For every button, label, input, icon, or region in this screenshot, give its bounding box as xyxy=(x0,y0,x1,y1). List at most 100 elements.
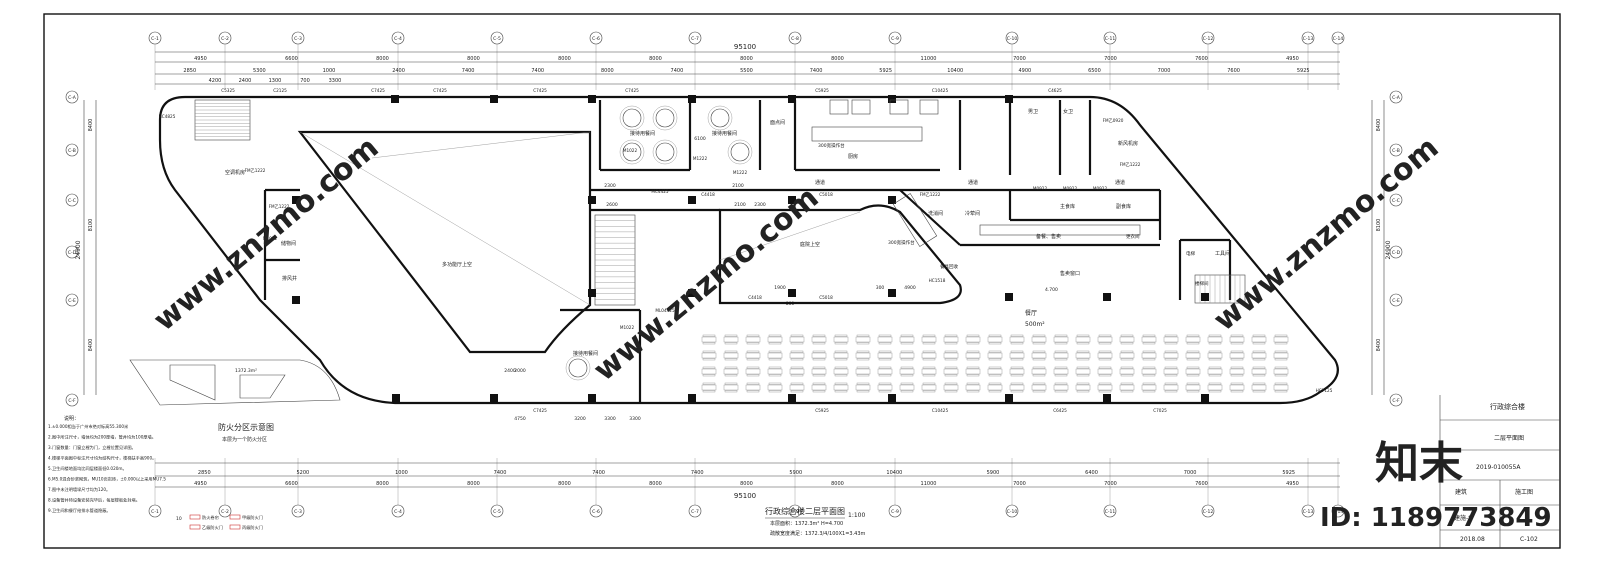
label-cold: 冷荤间 xyxy=(965,210,980,217)
column xyxy=(688,95,696,103)
dim-value: 8400 xyxy=(88,339,94,352)
canteen-bench xyxy=(1164,358,1178,361)
drawing-scale: 1:100 xyxy=(848,512,865,519)
axis-bubble xyxy=(65,293,79,307)
canteen-bench xyxy=(1032,342,1046,345)
canteen-table xyxy=(877,368,893,375)
canteen-bench xyxy=(922,334,936,337)
canteen-bench xyxy=(922,382,936,385)
canteen-bench xyxy=(768,382,782,385)
label-dining: 餐厅 xyxy=(1025,309,1037,317)
table-chairs xyxy=(652,139,678,165)
canteen-bench xyxy=(988,390,1002,393)
dim-value: 8000 xyxy=(467,481,480,487)
dim-total-bottom: 95100 xyxy=(734,492,756,500)
label-kitchen: 厨房 xyxy=(848,153,858,160)
canteen-table xyxy=(921,352,937,359)
table-chairs xyxy=(707,105,733,131)
dim-value: 3300 xyxy=(329,78,342,84)
dim-value: 8000 xyxy=(601,68,614,74)
canteen-bench xyxy=(966,382,980,385)
axis-bubbles-right: C-AC-BC-CC-DC-EC-F xyxy=(1389,90,1403,407)
dim-right-total: 24900 xyxy=(1385,240,1392,259)
column xyxy=(588,394,596,402)
dim-value: 2850 xyxy=(198,470,211,476)
canteen-bench xyxy=(768,350,782,353)
canteen-bench xyxy=(790,358,804,361)
label-side-kitchen: 副食库 xyxy=(1116,203,1131,210)
canteen-bench xyxy=(1208,390,1222,393)
canteen-table xyxy=(943,384,959,391)
dim-value-misc: 1900 xyxy=(774,285,786,291)
dim-value: 7400 xyxy=(592,470,605,476)
dim-value: 7600 xyxy=(1227,68,1240,74)
canteen-bench xyxy=(1252,390,1266,393)
axis-label: C-10 xyxy=(1007,36,1018,42)
canteen-table xyxy=(1053,336,1069,343)
door-tag: C5925 xyxy=(815,408,829,413)
canteen-bench xyxy=(746,358,760,361)
dim-value: 6600 xyxy=(285,56,298,62)
canteen-table xyxy=(1031,352,1047,359)
canteen-bench xyxy=(1230,342,1244,345)
door-tag: C4418 xyxy=(701,192,715,197)
axis-label: C-12 xyxy=(1203,36,1214,42)
canteen-table xyxy=(899,352,915,359)
canteen-bench xyxy=(1054,358,1068,361)
canteen-table xyxy=(855,368,871,375)
canteen-bench xyxy=(768,342,782,345)
dim-value: 8000 xyxy=(467,56,480,62)
canteen-bench xyxy=(988,374,1002,377)
dim-value: 5900 xyxy=(987,470,1000,476)
axis-label: C-5 xyxy=(493,509,501,515)
dim-total-top: 95100 xyxy=(734,43,756,51)
door-tag: M1022 xyxy=(620,325,635,330)
canteen-bench xyxy=(878,334,892,337)
canteen-bench xyxy=(1098,390,1112,393)
canteen-table xyxy=(1273,352,1289,359)
canteen-table xyxy=(921,368,937,375)
canteen-table xyxy=(811,368,827,375)
canteen-bench xyxy=(1208,334,1222,337)
canteen-bench xyxy=(1186,350,1200,353)
canteen-bench xyxy=(1230,366,1244,369)
canteen-bench xyxy=(1120,390,1134,393)
stair-right xyxy=(1194,274,1246,304)
canteen-table xyxy=(943,368,959,375)
axis-label: C-12 xyxy=(1203,509,1214,515)
canteen-table xyxy=(767,384,783,391)
axis-label: C-D xyxy=(68,250,77,256)
canteen-table xyxy=(767,336,783,343)
column xyxy=(888,394,896,402)
dim-value: 7000 xyxy=(1104,481,1117,487)
door-tag: C7025 xyxy=(1153,408,1167,413)
canteen-table xyxy=(1141,384,1157,391)
axis-label: C-F xyxy=(1392,398,1400,404)
canteen-table xyxy=(1141,352,1157,359)
canteen-bench xyxy=(1208,382,1222,385)
dim-value: 5200 xyxy=(297,470,310,476)
axis-label: C-A xyxy=(1392,95,1401,101)
canteen-bench xyxy=(1164,334,1178,337)
dim-value-misc: 2100 xyxy=(734,202,746,208)
dim-value: 1000 xyxy=(395,470,408,476)
dim-value: 5300 xyxy=(253,68,266,74)
canteen-table xyxy=(723,352,739,359)
column xyxy=(490,95,498,103)
canteen-bench xyxy=(944,342,958,345)
canteen-bench xyxy=(834,390,848,393)
column xyxy=(688,196,696,204)
axis-label: C-8 xyxy=(791,509,799,515)
canteen-bench xyxy=(724,374,738,377)
canteen-bench xyxy=(878,382,892,385)
axis-bubble xyxy=(1389,393,1403,407)
note-line: 3.门窗数量：门窗立樘为门，立樘位置见详图。 xyxy=(48,444,136,451)
dim-value: 7000 xyxy=(1184,470,1197,476)
dim-value: 5925 xyxy=(879,68,892,74)
canteen-bench xyxy=(856,366,870,369)
dim-value: 7400 xyxy=(494,470,507,476)
canteen-table xyxy=(1009,368,1025,375)
area-line2: 疏散宽度满足：1372.3/4/100X1=3.43m xyxy=(770,530,866,537)
canteen-table xyxy=(1185,336,1201,343)
